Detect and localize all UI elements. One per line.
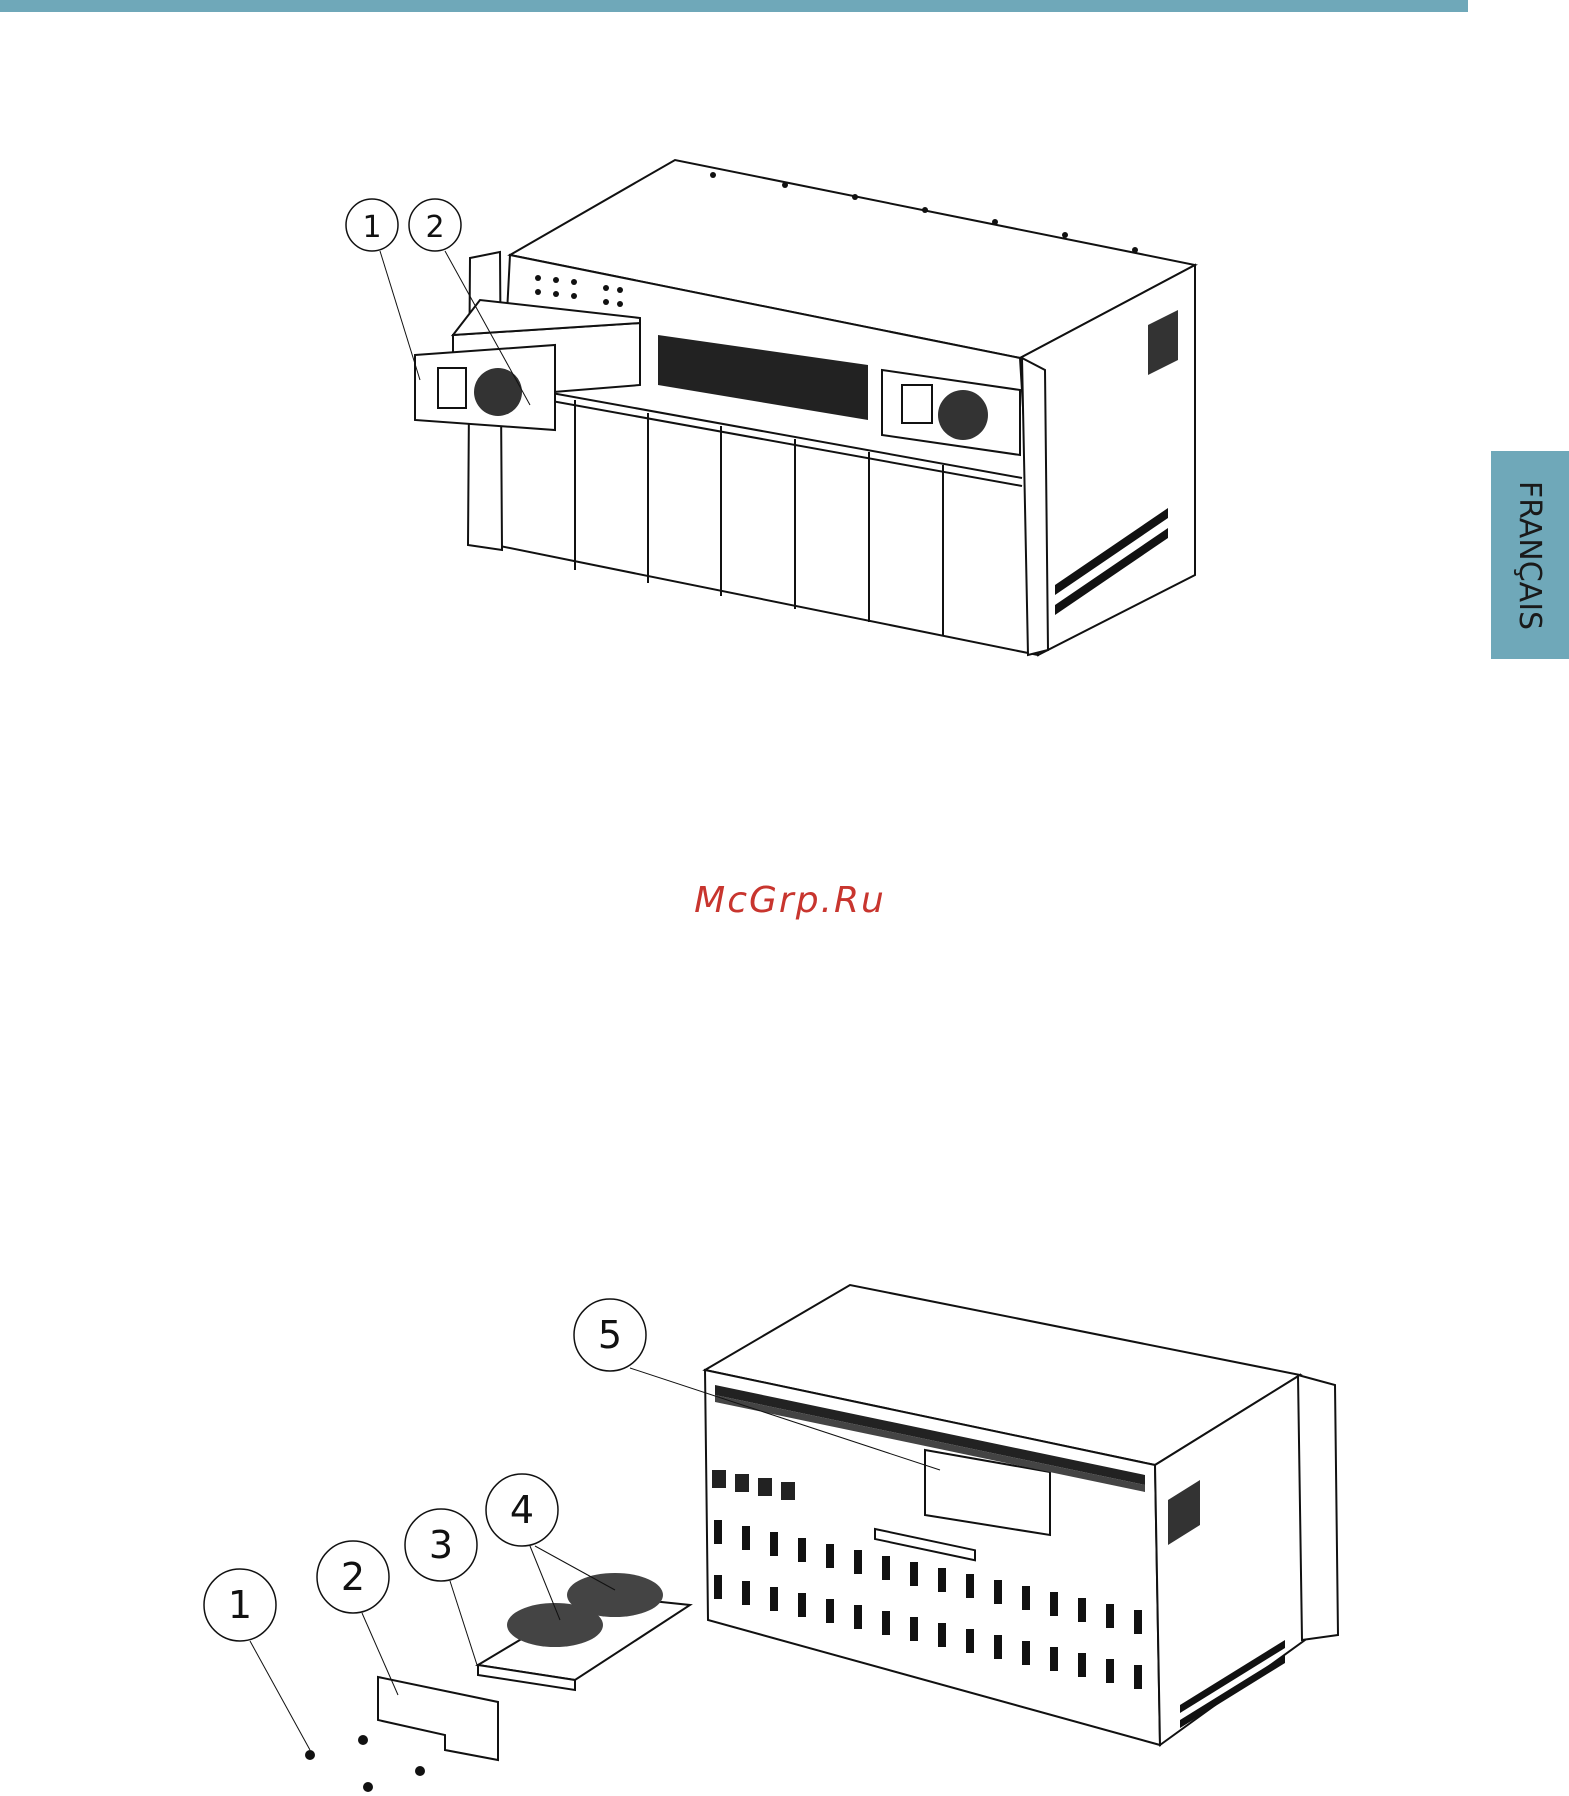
callout-3-bottom: 3 — [429, 1523, 453, 1567]
callout-2-bottom: 2 — [341, 1555, 365, 1599]
callout-4-bottom: 4 — [510, 1488, 534, 1532]
callout-1-bottom: 1 — [228, 1583, 252, 1627]
callout-5-bottom: 5 — [598, 1313, 622, 1357]
fan-unit-2 — [567, 1573, 663, 1617]
